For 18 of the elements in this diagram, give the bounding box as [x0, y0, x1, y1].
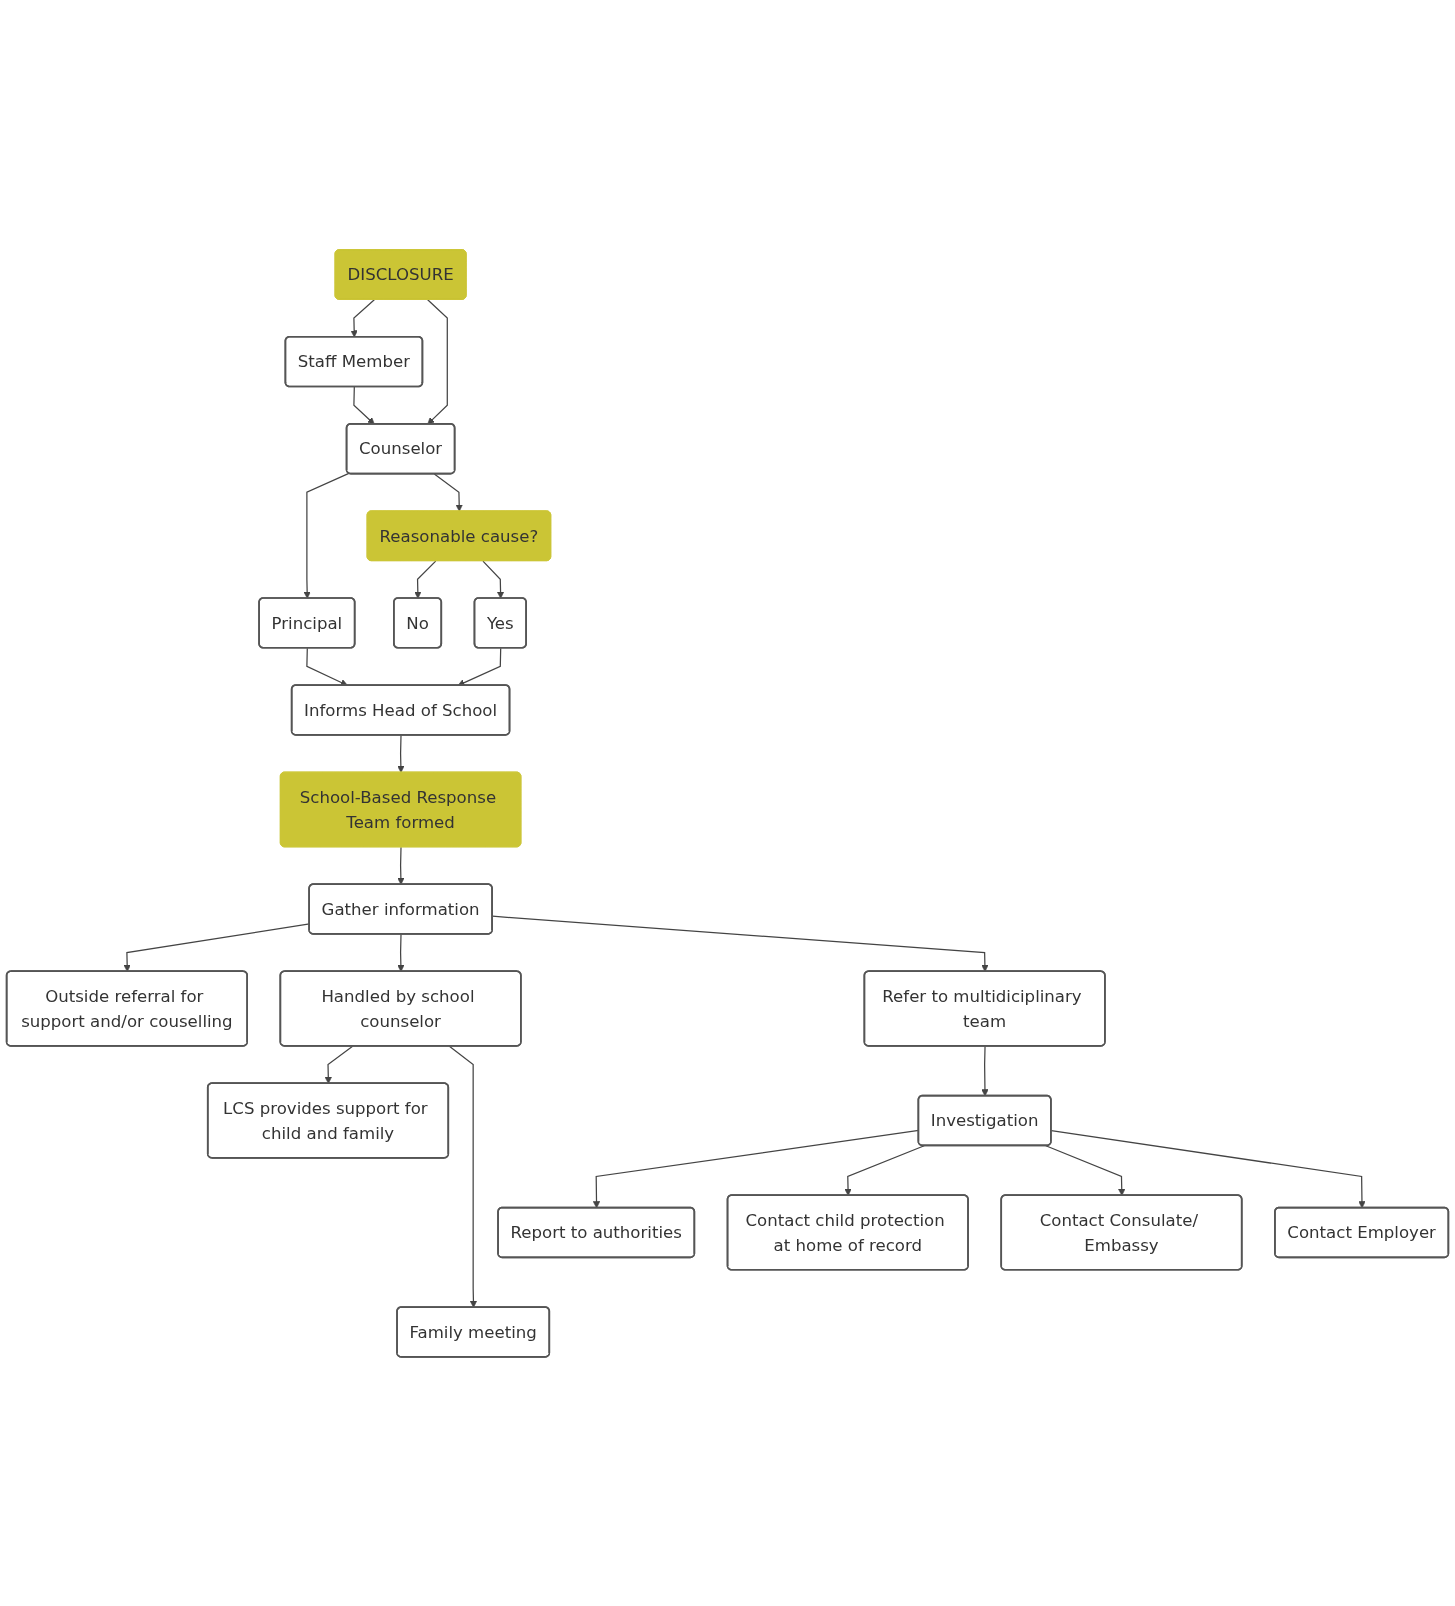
arrow [844, 1144, 925, 1196]
arrow [303, 472, 350, 599]
arrow [397, 734, 405, 773]
arrow [350, 298, 375, 338]
arrow [482, 560, 505, 599]
arrow [353, 386, 375, 425]
arrow [981, 1045, 989, 1097]
arrow [397, 846, 405, 885]
arrow [414, 560, 437, 599]
arrow [1050, 1129, 1366, 1209]
arrow [324, 1045, 354, 1084]
arrow [427, 298, 448, 425]
arrow [306, 647, 348, 686]
arrow [457, 647, 502, 686]
arrow [448, 1045, 478, 1308]
arrow [1045, 1144, 1126, 1196]
arrow [433, 473, 463, 512]
arrow [397, 933, 405, 972]
